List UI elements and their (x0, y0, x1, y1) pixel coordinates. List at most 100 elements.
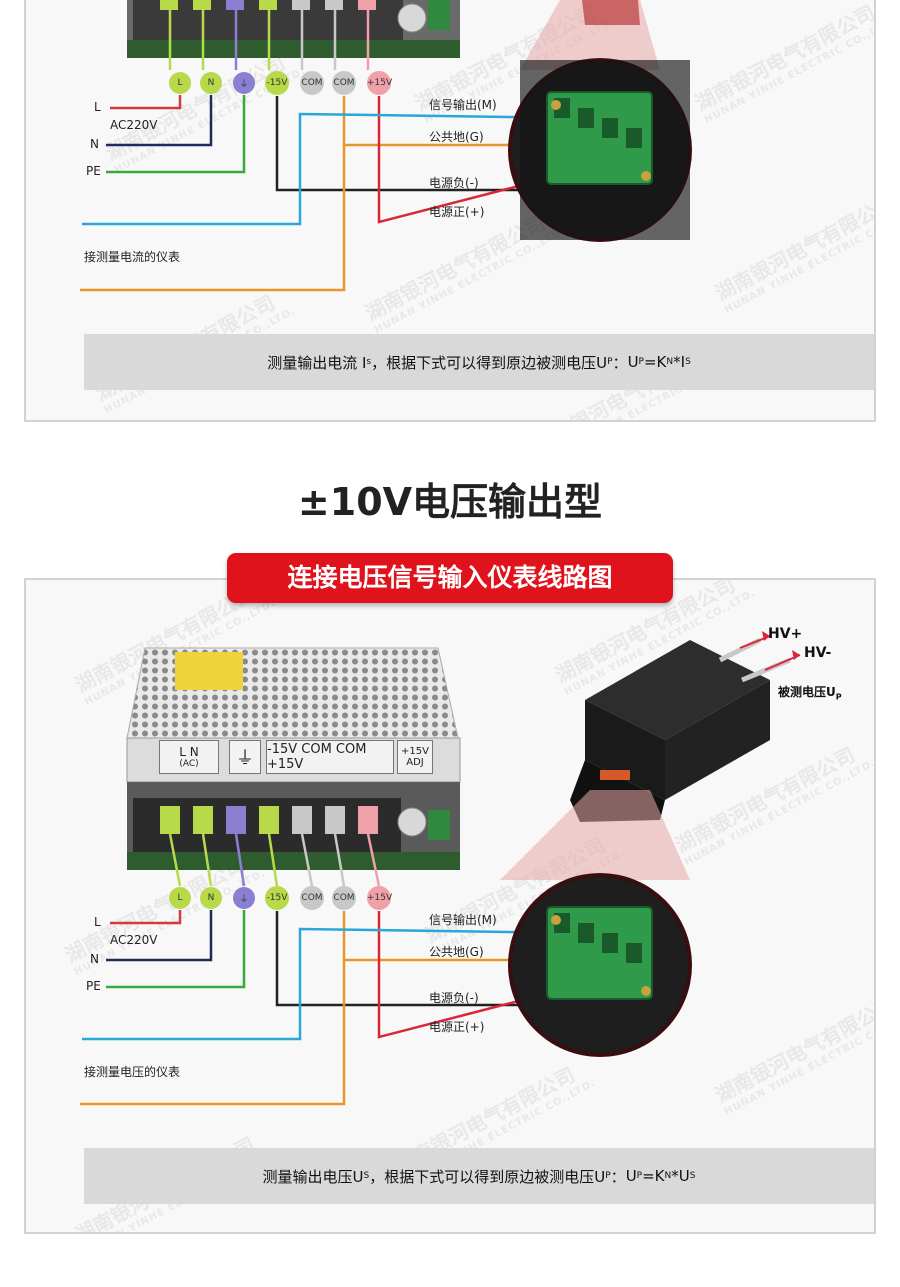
measured-voltage-label: 被测电压UP (778, 683, 842, 701)
terminal-label: L (177, 893, 183, 903)
label-common-ground: 公共地(G) (429, 945, 484, 959)
wire-PE (106, 95, 246, 174)
power-supply-module (126, 647, 461, 870)
formula-text: U (625, 1167, 637, 1185)
label-common-ground: 公共地(G) (429, 130, 484, 144)
formula-sub: N (666, 357, 674, 367)
terminal-com (300, 886, 324, 910)
formula-text: ： (612, 353, 628, 372)
label-meter: 接测量电流的仪表 (84, 250, 181, 264)
terminal-label: N (207, 78, 215, 88)
label-power-positive: 电源正(+) (429, 1020, 485, 1034)
wire-L (110, 910, 182, 925)
terminal-neg15v (265, 71, 289, 95)
label-ac220v: AC220V (110, 118, 158, 132)
label-meter: 接测量电压的仪表 (84, 1065, 181, 1079)
psu-ac-label: L N (AC) (159, 740, 219, 774)
terminal-label: COM (301, 893, 323, 903)
formula-sub: P (638, 357, 644, 367)
formula-sub: N (664, 1171, 672, 1181)
psu-ac-text: (AC) (179, 759, 199, 769)
terminal-label: -15V (266, 78, 288, 88)
terminal-com (332, 886, 356, 910)
psu-rail-label: -15V COM COM +15V (266, 740, 394, 774)
formula-sub: P (636, 1171, 643, 1181)
label-signal-output: 信号输出(M) (429, 98, 497, 112)
measured-sub: P (835, 692, 842, 702)
formula-text: ，根据下式可以得到原边被测电压U (371, 353, 608, 372)
formula-sub: S (363, 1171, 370, 1181)
formula-sub: P (605, 1171, 611, 1181)
terminal-com (300, 71, 324, 95)
current-wiring-diagram (80, 0, 692, 292)
formula-text: *I (673, 353, 686, 371)
terminal-pos15v (367, 71, 391, 95)
formula-text: U (627, 353, 639, 371)
terminal-N (200, 887, 222, 909)
formula-text: =K (642, 1167, 665, 1185)
terminal-neg15v (265, 886, 289, 910)
label-power-negative: 电源负(-) (429, 991, 479, 1005)
terminal-N (200, 72, 222, 94)
connector-zoom-view (508, 58, 692, 242)
hv-plus-label: HV+ (768, 626, 803, 642)
wire-PE (106, 910, 246, 989)
terminal-L (169, 72, 191, 94)
terminal-label: -15V (266, 893, 288, 903)
measured-text: 被测电压U (778, 685, 836, 699)
psu-adj-label: +15V ADJ (397, 740, 433, 774)
formula-text: 测量输出电压U (262, 1167, 364, 1186)
terminal-label: ⏚ (239, 895, 249, 905)
wire-N (106, 95, 213, 147)
formula-text: ，根据下式可以得到原边被测电压U (369, 1167, 606, 1186)
formula-text: =K (643, 353, 667, 371)
wire-neg (275, 96, 560, 192)
wire-N (106, 910, 213, 962)
label-PE: PE (86, 164, 101, 178)
label-N: N (90, 952, 99, 966)
label-ac220v: AC220V (110, 933, 158, 947)
wire-common-meter (80, 96, 346, 292)
terminal-ground (233, 887, 255, 909)
label-PE: PE (86, 979, 101, 993)
terminal-row (169, 71, 391, 95)
wiring-diagram-banner: 连接电压信号输入仪表线路图 (227, 553, 673, 603)
terminal-com (332, 71, 356, 95)
psu-ground-label: ⏚ (229, 740, 261, 774)
psu-adj-bottom: ADJ (406, 757, 424, 768)
wire-signal (82, 927, 581, 1041)
terminal-label: N (207, 893, 215, 903)
label-power-positive: 电源正(+) (429, 205, 485, 219)
label-L: L (94, 915, 101, 929)
connector-zoom-view (508, 873, 692, 1057)
label-N: N (90, 137, 99, 151)
formula-text: ： (610, 1167, 626, 1186)
terminal-label: ⏚ (239, 80, 249, 90)
formula-sub: s (366, 357, 372, 367)
wire-common-meter (80, 911, 346, 1106)
terminal-label: L (177, 78, 183, 88)
formula-sub: P (607, 357, 613, 367)
label-power-negative: 电源负(-) (429, 176, 479, 190)
wire-L (110, 95, 182, 110)
terminal-label: COM (333, 78, 355, 88)
terminal-L (169, 887, 191, 909)
psu-ln-text: L N (179, 745, 199, 759)
formula-text: 测量输出电流 I (267, 353, 367, 372)
terminal-label: +15V (367, 78, 393, 88)
wire-neg (275, 911, 560, 1007)
terminal-label: +15V (367, 893, 393, 903)
section-title: ±10V电压输出型 (297, 480, 603, 524)
formula-text: *U (671, 1167, 690, 1185)
wire-signal (82, 112, 581, 226)
terminal-ground (233, 72, 255, 94)
label-L: L (94, 100, 101, 114)
formula-sub: S (685, 357, 691, 367)
terminal-row (169, 886, 391, 910)
terminal-label: COM (333, 893, 355, 903)
hv-minus-label: HV- (804, 645, 832, 661)
